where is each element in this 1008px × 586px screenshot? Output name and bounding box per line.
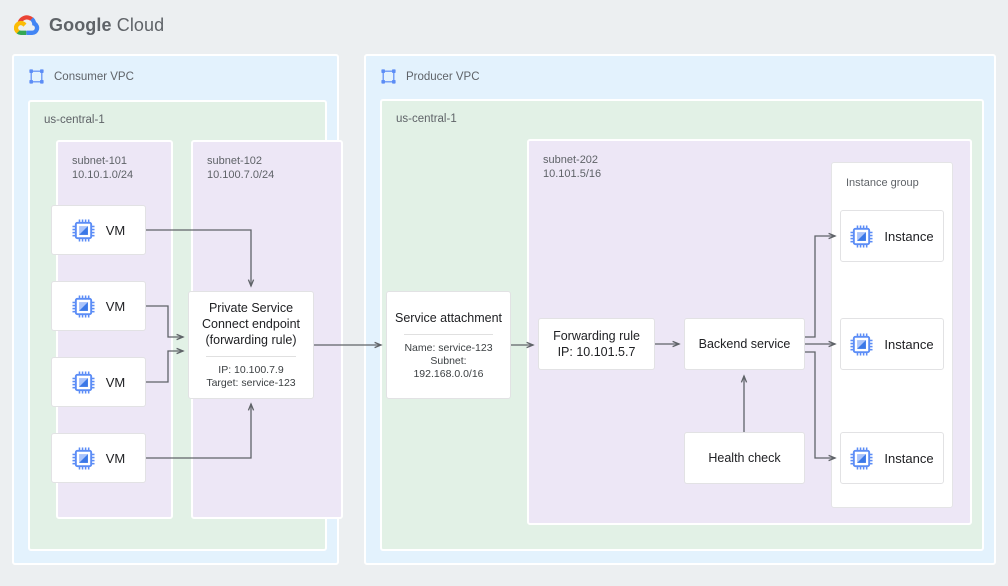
vpc-network-icon [29,69,44,84]
vm-node-2[interactable]: VM [51,281,146,331]
google-cloud-brand: Google Cloud [14,12,164,38]
instance-node-2-label: Instance [884,336,934,352]
vm-node-4[interactable]: VM [51,433,146,483]
subnet-101-label: subnet-101 10.10.1.0/24 [72,154,133,182]
service-attachment-subnet-label: Subnet: [430,354,467,367]
service-attachment-subnet-cidr: 192.168.0.0/16 [413,367,484,380]
instance-node-3[interactable]: Instance [840,432,944,484]
forwarding-rule-ip: IP: 10.101.5.7 [557,345,636,359]
subnet-202-name: subnet-202 [543,154,599,166]
compute-vm-icon [72,446,95,470]
health-check-label: Health check [708,451,781,465]
forwarding-rule-text: Forwarding rule IP: 10.101.5.7 [553,328,640,360]
health-check-card[interactable]: Health check [684,432,805,484]
producer-region-label: us-central-1 [396,113,457,125]
vm-node-3[interactable]: VM [51,357,146,407]
subnet-102-label: subnet-102 10.100.7.0/24 [207,154,274,182]
instance-node-1-label: Instance [884,228,934,244]
instance-node-1[interactable]: Instance [840,210,944,262]
brand-text: Google Cloud [49,15,164,36]
forwarding-rule-title: Forwarding rule [553,329,640,343]
vm-node-1[interactable]: VM [51,205,146,255]
subnet-102-name: subnet-102 [207,155,263,167]
compute-vm-icon [850,446,873,470]
vpc-network-icon [381,69,396,84]
consumer-region-label: us-central-1 [44,114,105,126]
google-cloud-logo-icon [14,15,40,35]
instance-node-2[interactable]: Instance [840,318,944,370]
subnet-102-cidr: 10.100.7.0/24 [207,169,275,181]
vm-node-1-label: VM [105,222,126,238]
psc-endpoint-divider [206,356,296,357]
psc-endpoint-card[interactable]: Private Service Connect endpoint (forwar… [188,291,314,399]
consumer-vpc-header: Consumer VPC [28,68,134,85]
service-attachment-title: Service attachment [395,310,502,325]
instance-node-3-label: Instance [884,450,934,466]
psc-endpoint-title-line2: Connect endpoint [202,317,300,331]
service-attachment-name: Name: service-123 [404,341,493,354]
subnet-101-name: subnet-101 [72,155,128,167]
backend-service-card[interactable]: Backend service [684,318,805,370]
producer-vpc-title: Producer VPC [406,70,480,83]
subnet-202-label: subnet-202 10.101.5/16 [543,153,601,181]
service-attachment-details: Name: service-123 Subnet: 192.168.0.0/16 [404,342,492,381]
service-attachment-card[interactable]: Service attachment Name: service-123 Sub… [386,291,511,399]
instance-group-label: Instance group [846,177,919,189]
backend-service-label: Backend service [698,337,791,351]
compute-vm-icon [72,370,95,394]
psc-endpoint-title: Private Service Connect endpoint (forwar… [202,300,300,348]
psc-endpoint-target: Target: service-123 [206,377,296,389]
brand-name-primary: Google [49,14,112,35]
subnet-101-cidr: 10.10.1.0/24 [72,169,134,181]
compute-vm-icon [850,332,873,356]
vm-node-3-label: VM [105,374,126,390]
brand-name-secondary: Cloud [116,14,165,35]
service-attachment-divider [404,333,493,335]
forwarding-rule-card[interactable]: Forwarding rule IP: 10.101.5.7 [538,318,655,370]
compute-vm-icon [850,224,873,248]
producer-vpc-header: Producer VPC [380,68,480,85]
compute-vm-icon [72,294,95,318]
consumer-vpc-title: Consumer VPC [54,70,134,83]
psc-endpoint-title-line3: (forwarding rule) [205,333,297,347]
vm-node-2-label: VM [105,298,126,314]
psc-endpoint-details: IP: 10.100.7.9 Target: service-123 [206,364,295,390]
compute-vm-icon [72,218,95,242]
vm-node-4-label: VM [105,450,126,466]
psc-endpoint-ip: IP: 10.100.7.9 [218,364,284,376]
subnet-202-cidr: 10.101.5/16 [543,168,602,180]
psc-endpoint-title-line1: Private Service [208,301,294,315]
